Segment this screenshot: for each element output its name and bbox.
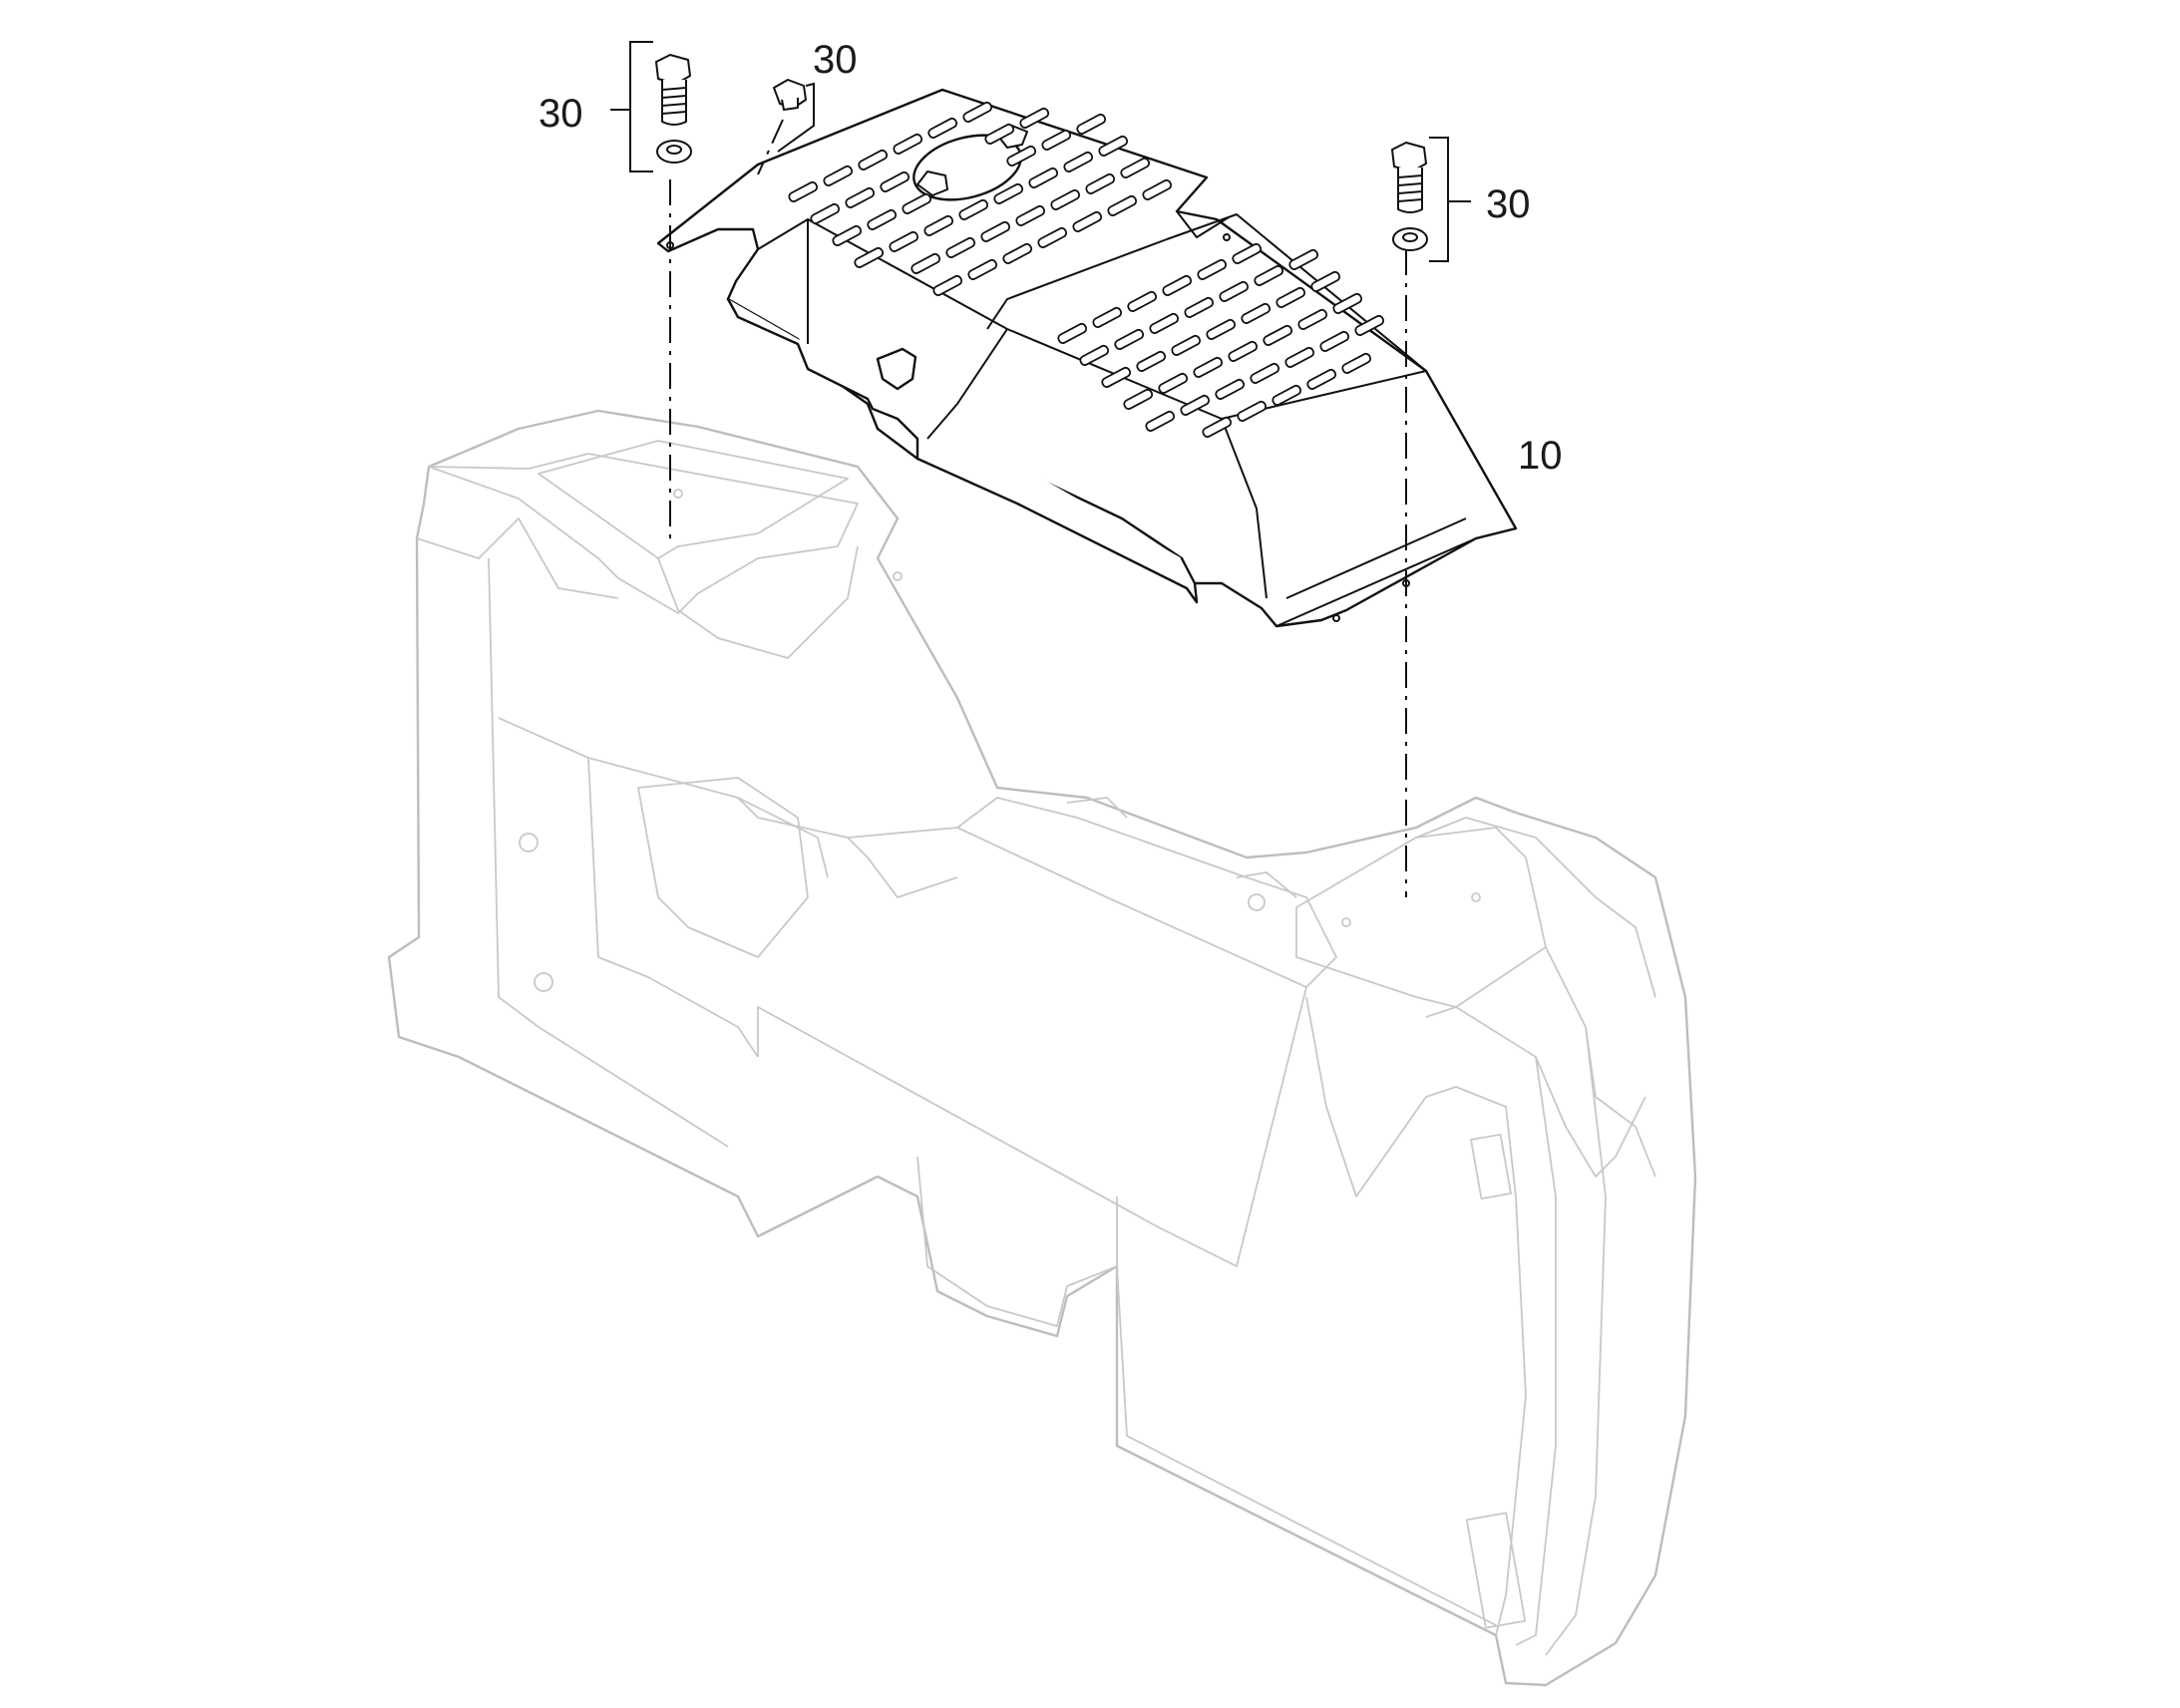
washer-icon [1392, 227, 1428, 251]
hex-bolt-icon [1391, 142, 1427, 213]
washer-icon [656, 140, 692, 164]
callout-30-bolt-right: 30 [1486, 182, 1531, 226]
callout-leaders [610, 41, 1471, 262]
push-clip-icon [773, 79, 807, 111]
assembly-center-lines [669, 119, 1407, 897]
hex-bolt-icon [655, 54, 691, 126]
vent-slots-left [788, 101, 1173, 296]
callout-30-bolt-left: 30 [539, 92, 583, 136]
base-housing [387, 409, 1697, 1687]
perforated-cover-panel-icon [656, 88, 1518, 628]
callout-10-cover-panel: 10 [1518, 434, 1563, 478]
callout-30-clip: 30 [813, 38, 858, 82]
vent-slots-right [1057, 242, 1385, 438]
